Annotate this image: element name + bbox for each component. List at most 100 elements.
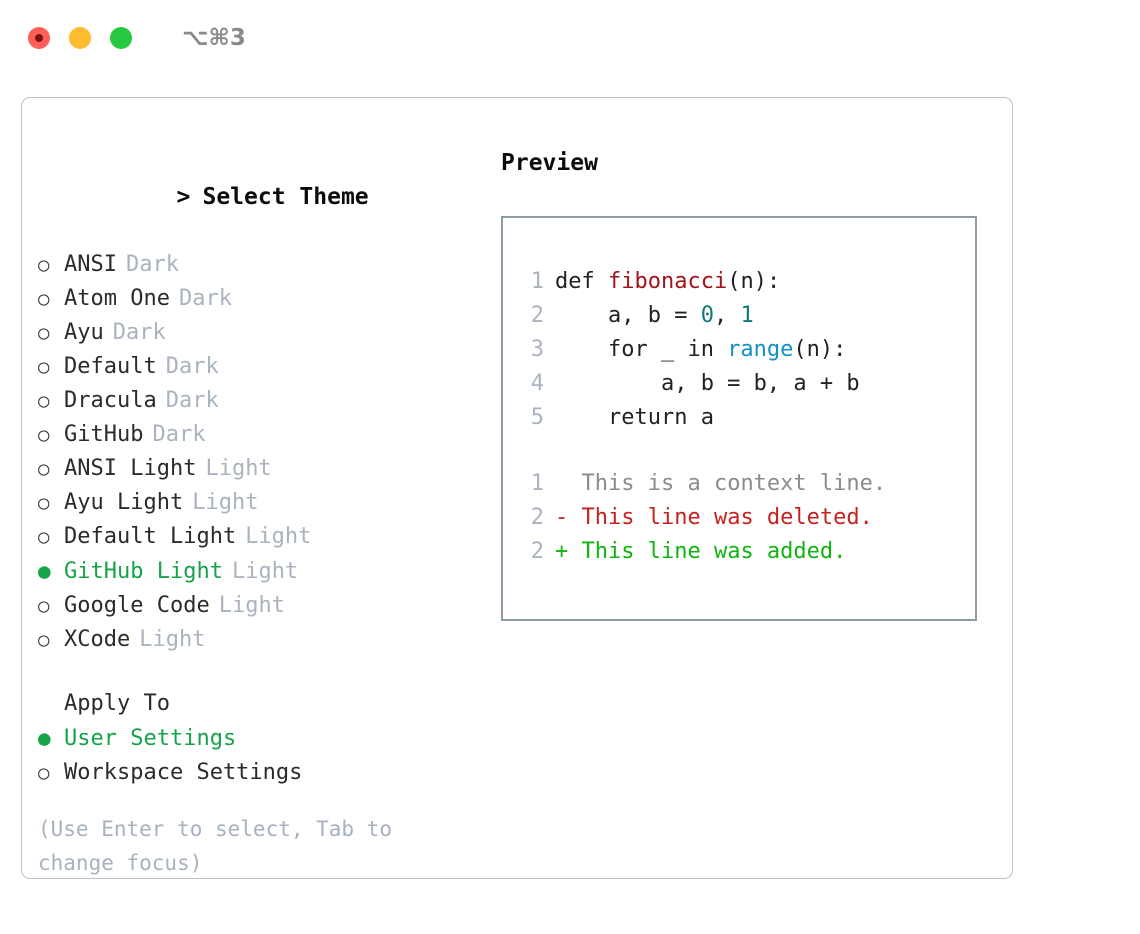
code-token: a, b = b, a + b	[555, 371, 860, 396]
diff-text: This line was added.	[581, 539, 847, 564]
theme-list-item[interactable]: ○ ANSI Dark	[38, 248, 488, 282]
minimize-button-icon[interactable]	[69, 27, 91, 49]
theme-name-label: XCode	[64, 627, 131, 652]
theme-name-label: Ayu	[64, 320, 104, 345]
diff-block: 1 This is a context line.2- This line wa…	[520, 467, 969, 569]
diff-marker: -	[555, 505, 582, 530]
radio-unselected-icon: ○	[38, 424, 50, 446]
theme-variant-tag: Dark	[112, 320, 166, 345]
diff-marker: +	[555, 539, 582, 564]
maximize-button-icon[interactable]	[110, 27, 132, 49]
code-line: 3 for _ in range(n):	[520, 333, 969, 367]
line-number: 2	[530, 303, 544, 328]
radio-unselected-icon: ○	[38, 526, 50, 548]
code-token-function: fibonacci	[607, 269, 728, 294]
apply-to-item[interactable]: ○ Workspace Settings	[38, 756, 488, 790]
diff-text: This line was deleted.	[581, 505, 873, 530]
radio-selected-icon: ●	[38, 726, 51, 750]
close-inner-dot	[35, 34, 43, 42]
theme-variant-tag: Dark	[152, 422, 206, 447]
code-line-content: return a	[555, 401, 714, 435]
theme-list-item[interactable]: ○ Dracula Dark	[38, 384, 488, 418]
select-theme-heading-label: Select Theme	[202, 184, 369, 210]
radio-unselected-icon: ○	[38, 322, 50, 344]
theme-variant-tag: Dark	[165, 354, 219, 379]
theme-list-item[interactable]: ○ Default Dark	[38, 350, 488, 384]
code-line: 4 a, b = b, a + b	[520, 367, 969, 401]
diff-deleted-line: 2- This line was deleted.	[520, 501, 969, 535]
theme-name-label: ANSI	[64, 252, 117, 277]
code-token: a, b =	[555, 303, 701, 328]
radio-unselected-icon: ○	[38, 254, 50, 276]
code-line-content: for _ in range(n):	[555, 333, 846, 367]
code-token: (n):	[727, 269, 781, 294]
line-number: 5	[530, 405, 544, 430]
radio-selected-icon: ●	[38, 559, 51, 583]
spacer	[38, 790, 488, 812]
select-theme-heading: > Select Theme	[38, 146, 488, 248]
code-line-content: a, b = b, a + b	[555, 367, 860, 401]
code-token-number: 1	[740, 303, 754, 328]
theme-variant-tag: Light	[245, 524, 312, 549]
preview-heading: Preview	[501, 150, 598, 176]
theme-variant-tag: Light	[139, 627, 206, 652]
theme-name-label: Ayu Light	[64, 490, 184, 515]
spacer	[520, 435, 969, 467]
theme-name-label: Dracula	[64, 388, 157, 413]
diff-marker	[555, 467, 582, 501]
theme-name-label: Default	[64, 354, 157, 379]
theme-variant-tag: Light	[205, 456, 272, 481]
apply-to-item[interactable]: ●User Settings	[38, 721, 488, 756]
theme-list-item[interactable]: ○ GitHub Dark	[38, 418, 488, 452]
code-line-content: def fibonacci(n):	[555, 265, 780, 299]
line-number: 4	[530, 371, 544, 396]
radio-unselected-icon: ○	[38, 390, 50, 412]
keyboard-shortcut-label: ⌥⌘3	[182, 25, 246, 51]
line-number: 1	[530, 471, 544, 496]
radio-unselected-icon: ○	[38, 762, 50, 784]
window-controls	[28, 27, 132, 49]
theme-variant-tag: Light	[218, 593, 285, 618]
radio-unselected-icon: ○	[38, 458, 50, 480]
theme-name-label: Default Light	[64, 524, 237, 549]
theme-list-item[interactable]: ○ Ayu Dark	[38, 316, 488, 350]
apply-to-list: ●User Settings ○ Workspace Settings	[38, 721, 488, 790]
line-number: 2	[530, 539, 544, 564]
theme-variant-tag: Dark	[125, 252, 179, 277]
theme-list-item[interactable]: ○ ANSI Light Light	[38, 452, 488, 486]
keyboard-hint-text: (Use Enter to select, Tab to change focu…	[38, 817, 405, 875]
code-token: (n):	[793, 337, 847, 362]
theme-variant-tag: Light	[231, 559, 299, 584]
code-token-number: 0	[700, 303, 714, 328]
apply-to-label: Workspace Settings	[64, 760, 303, 785]
diff-context-line: 1 This is a context line.	[520, 467, 969, 501]
diff-text: This is a context line.	[581, 471, 887, 496]
code-token: ,	[713, 303, 741, 328]
radio-unselected-icon: ○	[38, 288, 50, 310]
code-line: 5 return a	[520, 401, 969, 435]
spacer	[38, 657, 488, 687]
theme-list-item[interactable]: ○ Default Light Light	[38, 520, 488, 554]
theme-variant-tag: Dark	[165, 388, 219, 413]
caret-right-icon: >	[176, 184, 191, 210]
close-button-icon[interactable]	[28, 27, 50, 49]
theme-name-label: ANSI Light	[64, 456, 197, 481]
theme-name-label: GitHub	[64, 422, 144, 447]
line-number: 2	[530, 505, 544, 530]
code-token: def	[555, 269, 608, 294]
line-number: 1	[530, 269, 544, 294]
radio-unselected-icon: ○	[38, 356, 50, 378]
code-token-builtin: range	[727, 337, 794, 362]
